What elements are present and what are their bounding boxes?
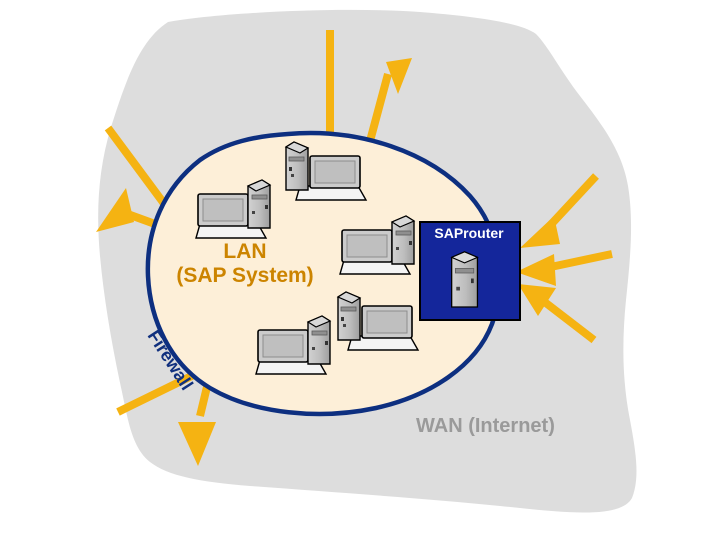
wan-label: WAN (Internet)	[416, 415, 555, 437]
saprouter-box[interactable]	[419, 221, 521, 321]
arrow-lower-right-inbound	[518, 284, 597, 344]
arrow-upper-right-inbound	[520, 173, 599, 248]
saprouter-label: SAProuter	[434, 225, 504, 241]
lan-label-line2: (SAP System)	[176, 263, 314, 287]
arrow-middle-right-inbound	[516, 250, 613, 286]
lan-label: LAN(SAP System)	[150, 240, 340, 287]
lan-label-line1: LAN	[223, 240, 267, 263]
